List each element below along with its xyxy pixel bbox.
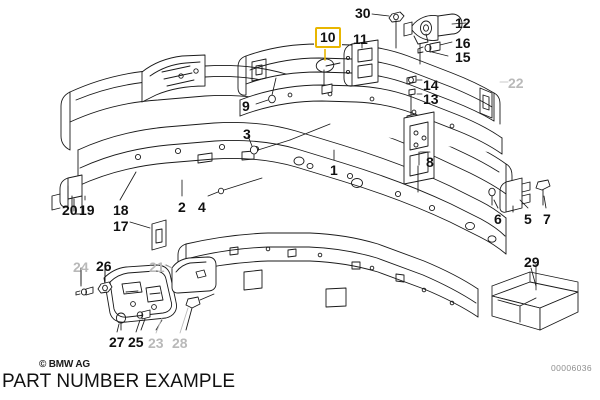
callout-8[interactable]: 8 <box>426 154 434 170</box>
callout-16[interactable]: 16 <box>455 35 471 51</box>
footer: © BMW AG PART NUMBER EXAMPLE 00006036 <box>0 358 600 400</box>
callout-27[interactable]: 27 <box>109 334 125 350</box>
callout-24[interactable]: 24 <box>73 259 89 275</box>
diagram-reference-number: 00006036 <box>550 363 592 373</box>
callout-10-selected[interactable]: 10 <box>315 27 341 48</box>
callout-11[interactable]: 11 <box>353 31 368 47</box>
callout-3[interactable]: 3 <box>243 126 251 142</box>
callout-1[interactable]: 1 <box>330 162 338 178</box>
callout-25[interactable]: 25 <box>128 334 144 350</box>
bmw-copyright-notice: © BMW AG <box>39 359 90 370</box>
callout-2[interactable]: 2 <box>178 199 186 215</box>
callout-23[interactable]: 23 <box>148 335 164 351</box>
callout-29[interactable]: 29 <box>524 254 540 270</box>
callout-9[interactable]: 9 <box>242 98 250 114</box>
callout-12[interactable]: 12 <box>455 15 471 31</box>
callout-6[interactable]: 6 <box>494 211 502 227</box>
callout-19[interactable]: 19 <box>79 202 95 218</box>
callout-13[interactable]: 13 <box>423 91 439 107</box>
callout-21[interactable]: 21 <box>149 259 165 275</box>
callout-28[interactable]: 28 <box>172 335 188 351</box>
callout-14[interactable]: 14 <box>423 77 439 93</box>
callout-5[interactable]: 5 <box>524 211 532 227</box>
callout-22[interactable]: 22 <box>508 75 524 91</box>
callout-18[interactable]: 18 <box>113 202 129 218</box>
callout-4[interactable]: 4 <box>198 199 206 215</box>
page-title: PART NUMBER EXAMPLE <box>2 371 236 392</box>
callout-17[interactable]: 17 <box>113 218 129 234</box>
callout-7[interactable]: 7 <box>543 211 551 227</box>
callout-26[interactable]: 26 <box>96 258 112 274</box>
callout-20[interactable]: 20 <box>62 202 78 218</box>
callout-15[interactable]: 15 <box>455 49 471 65</box>
callout-30[interactable]: 30 <box>355 5 371 21</box>
